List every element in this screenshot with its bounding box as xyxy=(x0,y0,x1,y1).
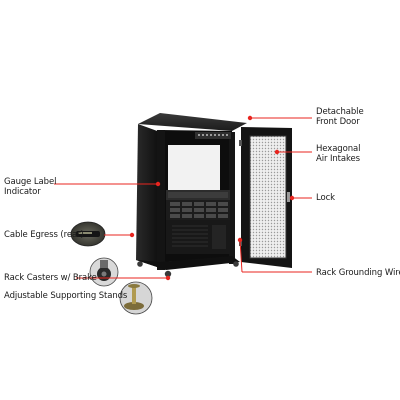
cabinet-base xyxy=(136,256,240,270)
caster-front-left xyxy=(164,270,172,278)
caster-rear-left xyxy=(137,261,143,267)
callout-gauge-label-indicator: Gauge Label Indicator xyxy=(4,177,57,197)
callout-rack-casters: Rack Casters w/ Brake xyxy=(4,273,97,283)
front-door-mesh xyxy=(250,136,286,258)
callout-line-grounding-wire xyxy=(239,239,243,273)
cable-egress-inset xyxy=(70,221,106,247)
door-lock xyxy=(287,192,290,202)
cabinet-side-panel xyxy=(136,124,160,268)
caster-front-right xyxy=(233,261,239,267)
callout-detachable-front-door: Detachable Front Door xyxy=(316,107,364,127)
callout-cable-egress: Cable Egress (rear) xyxy=(4,230,84,240)
callout-rack-grounding-wire: Rack Grounding Wire xyxy=(316,268,400,278)
callout-adjustable-stands: Adjustable Supporting Stands xyxy=(4,291,128,301)
cabinet-top xyxy=(138,113,247,131)
adjustable-stand-inset xyxy=(119,281,153,315)
patch-panel xyxy=(195,132,231,139)
callout-hexagonal-air-intakes: Hexagonal Air Intakes xyxy=(316,144,361,164)
callout-lock: Lock xyxy=(316,193,335,203)
